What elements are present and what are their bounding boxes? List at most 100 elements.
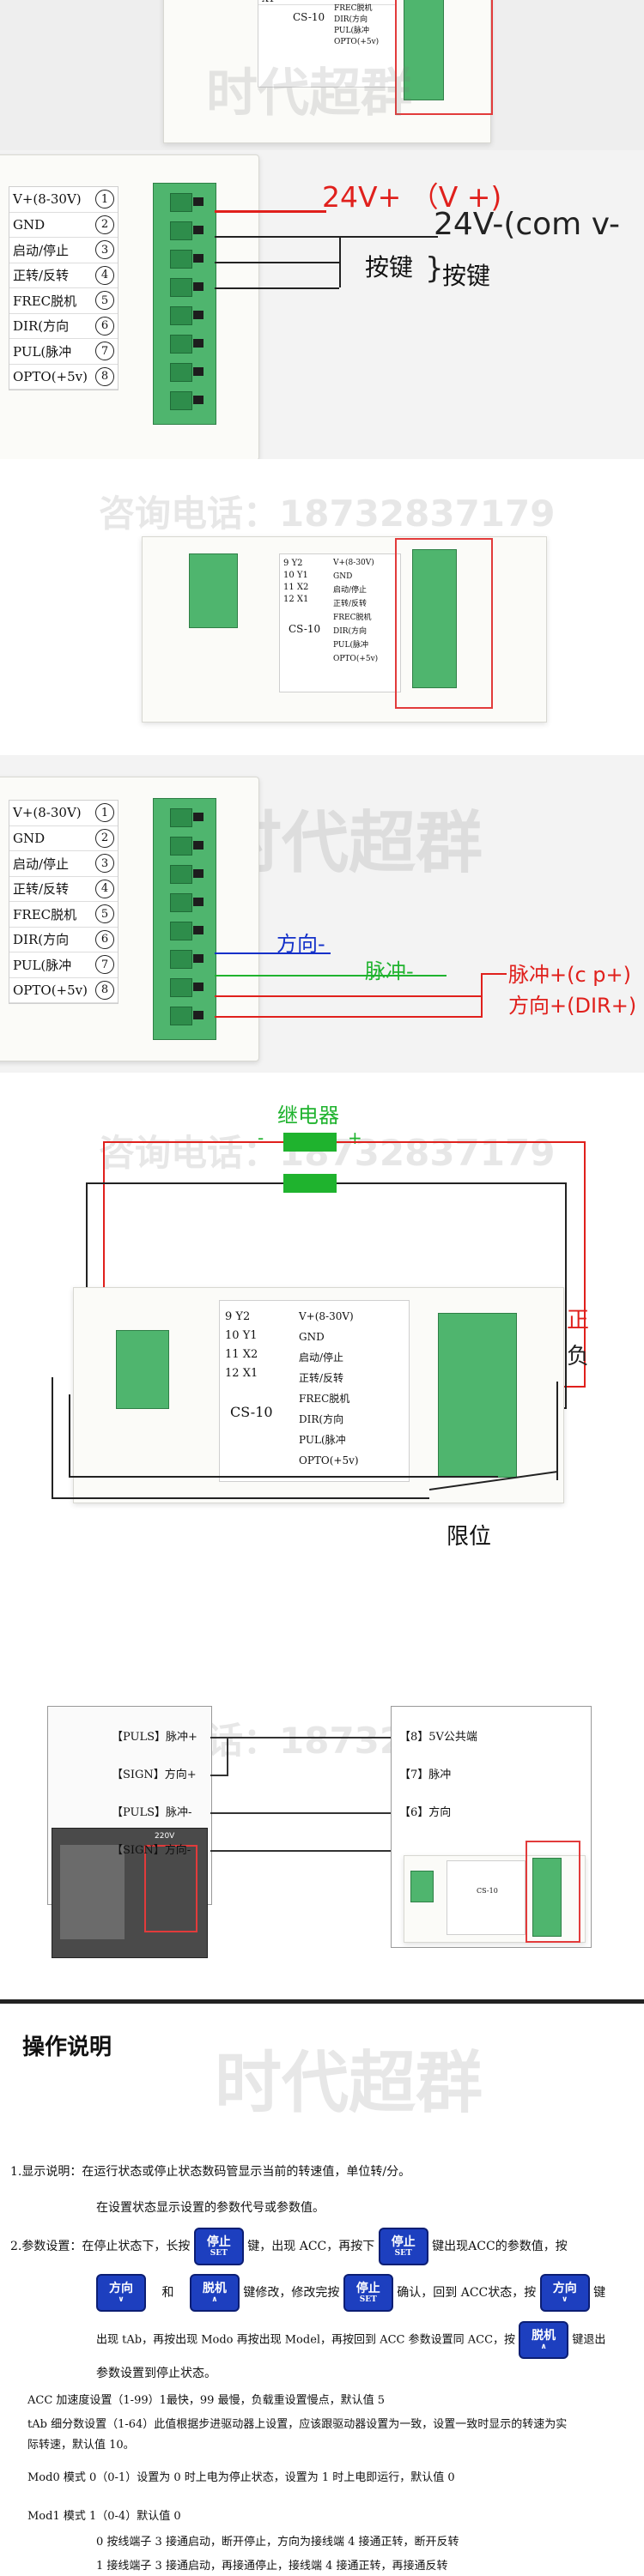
instr-text: 2.参数设置：在停止状态下，长按 <box>10 2240 191 2253</box>
instr-text: 键，出现 ACC，再按下 <box>247 2240 375 2253</box>
label-pul-plus: 脉冲+(c p+) <box>508 963 632 987</box>
pin-row: PUL(脉冲 7 <box>9 952 118 978</box>
wire-pul-minus <box>215 975 447 977</box>
terminal-block <box>438 1313 517 1478</box>
instr-text: 和 <box>161 2286 174 2300</box>
wire-relay-red <box>103 1141 105 1339</box>
pin-label: 启动/停止 <box>13 242 70 258</box>
terminal-slot <box>170 363 192 382</box>
instr-text: 出现 tAb，再按出现 Modo 再按出现 Model，再按回到 ACC 参数设… <box>96 2333 516 2347</box>
pin-label: OPTO(+5v) <box>334 38 380 46</box>
right-row: 【7】脉冲 <box>399 1769 452 1781</box>
small-pin-label: 12 X1 <box>225 1367 258 1380</box>
left-row: 【SIGN】方向- <box>112 1844 191 1857</box>
section-divider <box>0 1999 644 2004</box>
highlight-box <box>144 1845 197 1932</box>
pin-number: 2 <box>95 828 114 848</box>
pin-label: FREC脱机 <box>13 906 77 922</box>
wire-driver <box>210 1850 391 1852</box>
wire-relay-black <box>565 1182 567 1407</box>
instr-1a: 1.显示说明：在运行状态或停止状态数码管显示当前的转速值，单位转/分。 <box>10 2165 411 2179</box>
pin-row: 正转/反转 4 <box>9 263 118 288</box>
section-title: 操作说明 <box>22 2035 112 2060</box>
pin-row: OPTO(+5v)8 <box>9 365 118 390</box>
terminal-block <box>532 1858 562 1937</box>
pin-number: 3 <box>95 240 114 260</box>
label-relay: 继电器 <box>277 1104 339 1128</box>
pin-label: FREC脱机 <box>333 614 372 622</box>
watermark-brand: 时代超群 <box>206 63 412 124</box>
relay-coil <box>283 1133 337 1152</box>
wire-limit <box>556 1382 558 1480</box>
panel-top-device: X1 CS-10 正转/反转 FREC脱机 DIR(方向 PUL(脉冲 OPTO… <box>0 0 644 150</box>
model-label: CS-10 <box>477 1887 498 1895</box>
pin-label: OPTO(+5v) <box>13 982 88 998</box>
terminal-screw <box>193 898 204 906</box>
wire-driver <box>210 1812 391 1814</box>
small-pin-label: 9 Y2 <box>225 1310 251 1323</box>
direction-button[interactable]: 方向∨ <box>539 2274 590 2312</box>
wire-key2 <box>339 238 341 287</box>
right-row: 【8】5V公共端 <box>399 1731 477 1744</box>
terminal-slot <box>170 922 192 940</box>
direction-button[interactable]: 方向∨ <box>96 2274 146 2312</box>
pin-number: 8 <box>95 980 114 1000</box>
terminal-screw <box>193 311 204 319</box>
wire-relay-black <box>337 1182 567 1184</box>
small-pin-label: X1 <box>262 0 275 4</box>
left-row: 【PULS】脉冲- <box>112 1806 192 1819</box>
offline-button[interactable]: 脱机∧ <box>519 2321 569 2359</box>
pin-number: 7 <box>95 342 114 361</box>
wire-vminus <box>215 236 438 238</box>
terminal-slot <box>170 335 192 354</box>
terminal-screw <box>193 197 204 206</box>
model-label: CS-10 <box>293 11 325 23</box>
pin-number: 1 <box>95 803 114 823</box>
panel-device-photo: 咨询电话：18732837179 9 Y2 10 Y1 11 X2 12 X1 … <box>0 459 644 755</box>
label-relay-minus: - <box>258 1128 264 1148</box>
terminal-slot <box>170 250 192 269</box>
terminal-block <box>404 0 444 100</box>
pin-label: DIR(方向 <box>299 1413 344 1425</box>
key-brace: } <box>425 251 444 286</box>
pin-label: PUL(脉冲 <box>299 1434 346 1446</box>
label-negative: 负 <box>567 1344 590 1370</box>
terminal-slot <box>170 978 192 997</box>
instr-text: 键 <box>593 2286 606 2300</box>
pin-label: 正转/反转 <box>13 268 70 284</box>
pin-label: FREC脱机 <box>299 1393 350 1405</box>
pin-label: V+(8-30V) <box>13 191 82 208</box>
pin-label: FREC脱机 <box>334 4 373 13</box>
pin-number: 4 <box>95 265 114 285</box>
terminal-screw <box>193 254 204 263</box>
pin-label: PUL(脉冲 <box>333 641 368 650</box>
instr-acc: ACC 加速度设置（1-99）1最快，99 最慢，负载重设置慢点，默认值 5 <box>27 2394 385 2407</box>
terminal-screw <box>193 282 204 291</box>
terminal-screw <box>193 926 204 934</box>
label-key2: 按键 <box>442 262 491 290</box>
terminal-small <box>116 1330 169 1409</box>
offline-button[interactable]: 脱机∧ <box>189 2274 240 2312</box>
pin-number: 7 <box>95 955 114 975</box>
label-dir-minus: 方向- <box>276 932 325 956</box>
pin-label: V+(8-30V) <box>333 559 374 567</box>
terminal-screw <box>193 226 204 234</box>
pin-label: 启动/停止 <box>13 856 70 872</box>
instr-mod1: Mod1 模式 1（0-4）默认值 0 <box>27 2510 181 2523</box>
pin-label: DIR(方向 <box>333 627 368 636</box>
terminal-screw <box>193 983 204 991</box>
pin-number: 3 <box>95 854 114 874</box>
watermark-phone: 咨询电话：18732837179 <box>99 493 556 535</box>
pin-row: OPTO(+5v) 8 <box>9 978 118 1003</box>
pin-label: PUL(脉冲 <box>13 957 72 973</box>
wire-dir-plus <box>215 1016 481 1018</box>
